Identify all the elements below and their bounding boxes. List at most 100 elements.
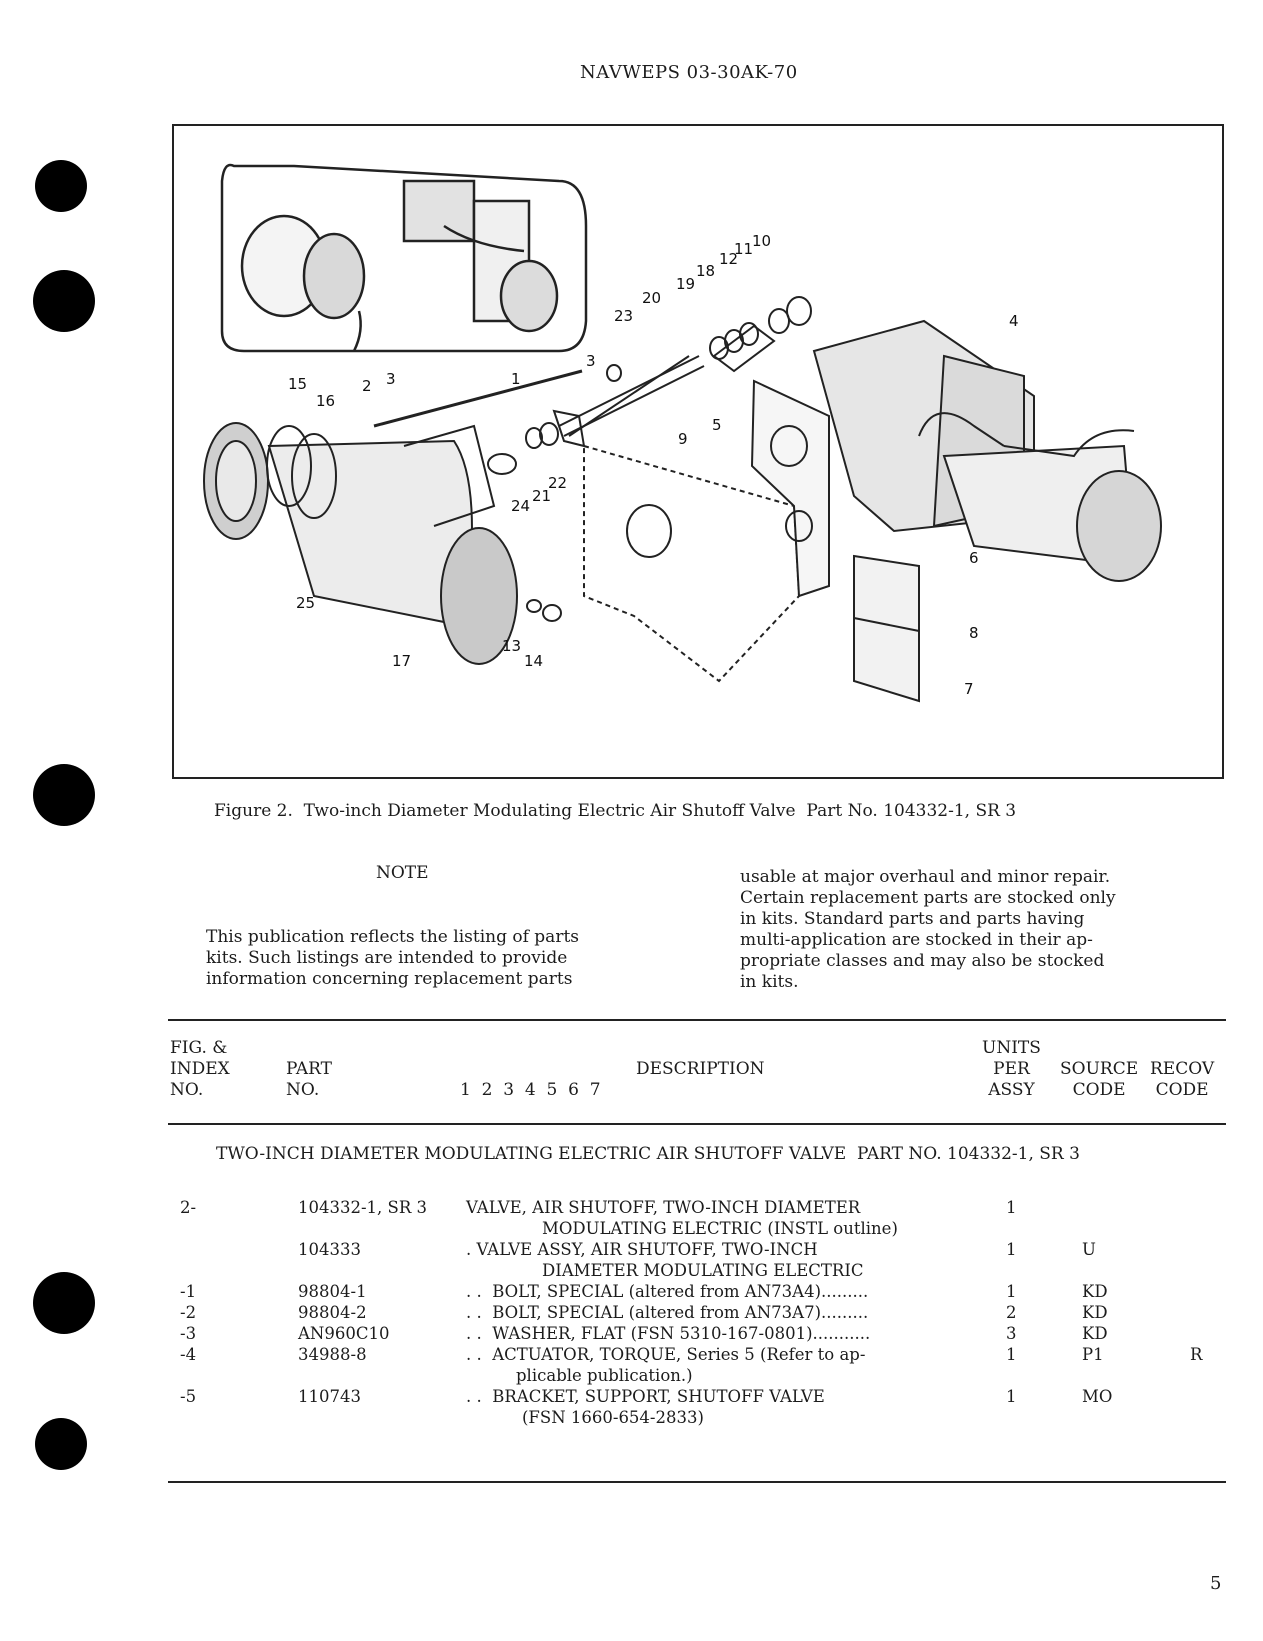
binder-hole: [33, 764, 95, 826]
note-text-left: This publication reflects the listing of…: [206, 927, 579, 989]
callout-17: 17: [392, 652, 411, 670]
recov-code: R: [1190, 1345, 1203, 1364]
callout-9: 9: [678, 430, 688, 448]
callout-24: 24: [511, 497, 530, 515]
description: . . WASHER, FLAT (FSN 5310-167-0801)....…: [466, 1324, 871, 1343]
description: . . BRACKET, SUPPORT, SHUTOFF VALVE: [466, 1387, 825, 1406]
index-number: 2-: [180, 1198, 197, 1217]
description: MODULATING ELECTRIC (INSTL outline): [542, 1219, 898, 1238]
note-text-right: usable at major overhaul and minor repai…: [740, 867, 1116, 992]
callout-15: 15: [288, 375, 307, 393]
header-source-code: SOURCE CODE: [1060, 1059, 1139, 1100]
source-code: MO: [1082, 1387, 1113, 1406]
callout-7: 7: [964, 680, 974, 698]
table-row: -4 34988-8 . . ACTUATOR, TORQUE, Series 5 …: [0, 1344, 1263, 1365]
callout-22: 22: [548, 474, 567, 492]
units-per-assy: 1: [1006, 1282, 1017, 1301]
units-per-assy: 1: [1006, 1198, 1017, 1217]
header-units: UNITS PER ASSY: [982, 1038, 1041, 1100]
description: VALVE, AIR SHUTOFF, TWO-INCH DIAMETER: [466, 1198, 861, 1217]
part-number: 104333: [298, 1240, 361, 1259]
callout-20: 20: [642, 289, 661, 307]
callout-labels: 1 2 3 3 4 5 6 7 8 9 10 11 12 13 14 15 16…: [288, 232, 1019, 698]
callout-23: 23: [614, 307, 633, 325]
table-row: (FSN 1660-654-2833): [0, 1407, 1263, 1428]
binder-hole: [33, 1272, 95, 1334]
table-row: -5 110743 . . BRACKET, SUPPORT, SHUTOFF VA…: [0, 1386, 1263, 1407]
index-number: -2: [180, 1303, 197, 1322]
units-per-assy: 1: [1006, 1240, 1017, 1259]
callout-21: 21: [532, 487, 551, 505]
source-code: P1: [1082, 1345, 1104, 1364]
description: (FSN 1660-654-2833): [522, 1408, 704, 1427]
index-number: -3: [180, 1324, 197, 1343]
document-number: NAVWEPS 03-30AK-70: [580, 62, 798, 83]
units-per-assy: 1: [1006, 1387, 1017, 1406]
binder-hole: [33, 270, 95, 332]
gasket-bracket: [583, 379, 830, 683]
table-bottom-rule: [168, 1481, 1226, 1483]
callout-12: 12: [719, 250, 738, 268]
callout-13: 13: [502, 637, 521, 655]
description: plicable publication.): [516, 1366, 693, 1385]
units-per-assy: 3: [1006, 1324, 1017, 1343]
header-description: DESCRIPTION: [636, 1059, 765, 1079]
part-number: 98804-2: [298, 1303, 367, 1322]
table-row: 2- 104332-1, SR 3 VALVE, AIR SHUTOFF, TWO-…: [0, 1197, 1263, 1218]
callout-16: 16: [316, 392, 335, 410]
binder-hole: [35, 160, 87, 212]
callout-19: 19: [676, 275, 695, 293]
callout-25: 25: [296, 594, 315, 612]
valve-body: [203, 422, 518, 665]
index-number: -4: [180, 1345, 197, 1364]
units-per-assy: 1: [1006, 1345, 1017, 1364]
header-fig-index: FIG. & INDEX NO.: [170, 1038, 230, 1100]
actuator-motor: [812, 319, 1162, 582]
table-row: DIAMETER MODULATING ELECTRIC: [0, 1260, 1263, 1281]
callout-6: 6: [969, 549, 979, 567]
note-title: NOTE: [376, 863, 429, 883]
source-code: U: [1082, 1240, 1096, 1259]
description: . . BOLT, SPECIAL (altered from AN73A7).…: [466, 1303, 869, 1322]
part-number: 104332-1, SR 3: [298, 1198, 428, 1217]
section-title: TWO-INCH DIAMETER MODULATING ELECTRIC AI…: [216, 1144, 1080, 1164]
figure-frame: 1 2 3 3 4 5 6 7 8 9 10 11 12 13 14 15 16…: [172, 124, 1224, 779]
shaft-parts: [373, 296, 812, 622]
header-indent-levels: 1 2 3 4 5 6 7: [460, 1080, 601, 1100]
index-number: -5: [180, 1387, 197, 1406]
table-row: MODULATING ELECTRIC (INSTL outline): [0, 1218, 1263, 1239]
description: DIAMETER MODULATING ELECTRIC: [542, 1261, 864, 1280]
exploded-view-illustration: 1 2 3 3 4 5 6 7 8 9 10 11 12 13 14 15 16…: [203, 163, 1162, 703]
callout-11: 11: [734, 240, 753, 258]
callout-10: 10: [752, 232, 771, 250]
callout-14: 14: [524, 652, 543, 670]
inset-assembly-image: [220, 163, 588, 353]
part-number: 98804-1: [298, 1282, 367, 1301]
callout-3b: 3: [586, 352, 596, 370]
callout-1: 1: [511, 370, 521, 388]
table-row: -1 98804-1 . . BOLT, SPECIAL (altered from…: [0, 1281, 1263, 1302]
table-top-rule: [168, 1019, 1226, 1021]
source-code: KD: [1082, 1324, 1108, 1343]
callout-8: 8: [969, 624, 979, 642]
header-part-no: PART NO.: [286, 1059, 332, 1100]
callout-4: 4: [1009, 312, 1019, 330]
part-number: 110743: [298, 1387, 361, 1406]
page-number: 5: [1210, 1573, 1222, 1594]
index-number: -1: [180, 1282, 197, 1301]
table-header-rule: [168, 1123, 1226, 1125]
header-recov-code: RECOV CODE: [1150, 1059, 1215, 1100]
callout-5: 5: [712, 416, 722, 434]
callout-2: 2: [362, 377, 372, 395]
description: . . ACTUATOR, TORQUE, Series 5 (Refer to…: [466, 1345, 866, 1364]
source-code: KD: [1082, 1303, 1108, 1322]
callout-18: 18: [696, 262, 715, 280]
description: . VALVE ASSY, AIR SHUTOFF, TWO-INCH: [466, 1240, 818, 1259]
description: . . BOLT, SPECIAL (altered from AN73A4).…: [466, 1282, 869, 1301]
units-per-assy: 2: [1006, 1303, 1017, 1322]
decal-plates: [853, 554, 920, 703]
part-number: 34988-8: [298, 1345, 367, 1364]
table-row: 104333 . VALVE ASSY, AIR SHUTOFF, TWO-INC…: [0, 1239, 1263, 1260]
table-row: -2 98804-2 . . BOLT, SPECIAL (altered from…: [0, 1302, 1263, 1323]
